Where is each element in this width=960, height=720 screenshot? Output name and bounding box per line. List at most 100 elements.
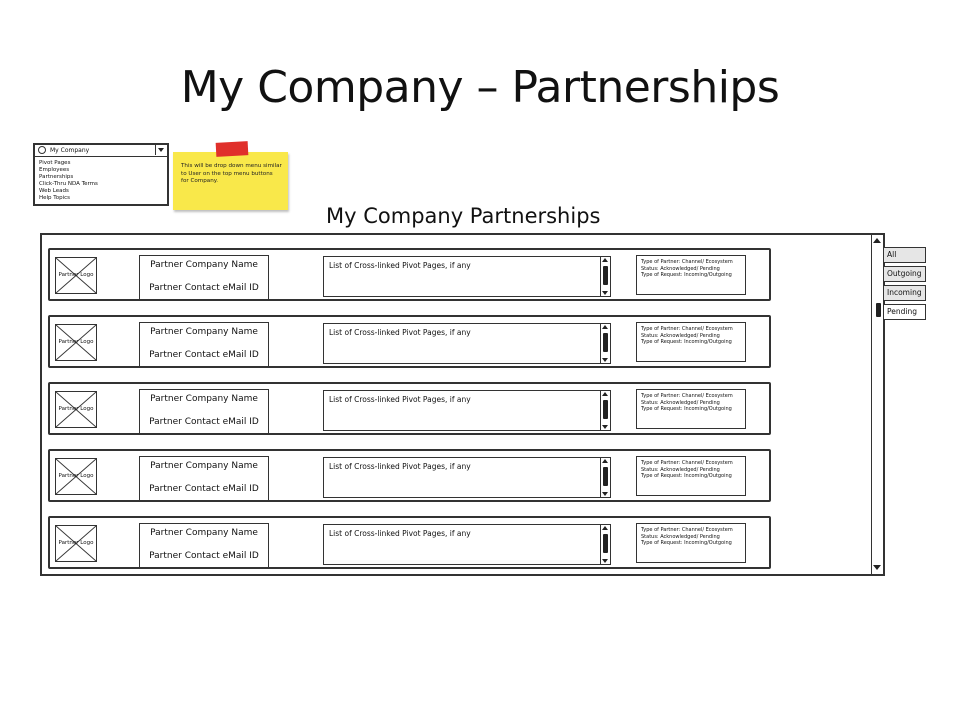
- filter-tabs: All Outgoing Incoming Pending: [883, 247, 926, 323]
- scroll-up-icon[interactable]: [873, 237, 881, 245]
- partner-company-name[interactable]: Partner Company Name: [150, 528, 258, 538]
- scroll-up-icon[interactable]: [601, 324, 611, 331]
- partner-info: Partner Company Name Partner Contact eMa…: [139, 255, 269, 300]
- request-type: Type of Request: Incoming/Outgoing: [641, 272, 732, 278]
- partner-row[interactable]: Partner Logo Partner Company Name Partne…: [48, 315, 771, 368]
- tab-pending[interactable]: Pending: [883, 304, 926, 320]
- scroll-thumb[interactable]: [876, 303, 881, 317]
- partner-row[interactable]: Partner Logo Partner Company Name Partne…: [48, 449, 771, 502]
- dropdown-item-nda-terms[interactable]: Click-Thru NDA Terms: [39, 181, 98, 187]
- partner-logo-label: Partner Logo: [58, 272, 94, 278]
- scroll-up-icon[interactable]: [601, 391, 611, 398]
- dropdown-list: Pivot Pages Employees Partnerships Click…: [35, 157, 167, 202]
- dropdown-item-pivot-pages[interactable]: Pivot Pages: [39, 160, 71, 166]
- dropdown-item-partnerships[interactable]: Partnerships: [39, 174, 74, 180]
- request-type: Type of Request: Incoming/Outgoing: [641, 406, 732, 412]
- tab-outgoing[interactable]: Outgoing: [883, 266, 926, 282]
- partner-info: Partner Company Name Partner Contact eMa…: [139, 456, 269, 501]
- scroll-thumb[interactable]: [603, 467, 608, 486]
- partner-logo-label: Partner Logo: [58, 406, 94, 412]
- dropdown-item-help-topics[interactable]: Help Topics: [39, 195, 70, 201]
- tab-all[interactable]: All: [883, 247, 926, 263]
- pivot-pages-text: List of Cross-linked Pivot Pages, if any: [329, 328, 471, 337]
- tape-decoration: [215, 141, 249, 157]
- scroll-up-icon[interactable]: [601, 525, 611, 532]
- partner-status: Status: Acknowledged/ Pending: [641, 332, 720, 339]
- partner-contact-email[interactable]: Partner Contact eMail ID: [149, 417, 259, 427]
- partner-status: Status: Acknowledged/ Pending: [641, 533, 720, 540]
- partner-status: Status: Acknowledged/ Pending: [641, 466, 720, 473]
- scroll-down-icon[interactable]: [601, 557, 611, 564]
- pivot-scrollbar[interactable]: [600, 257, 610, 296]
- partner-type-info: Type of Partner: Channel/ Ecosystem Stat…: [636, 255, 746, 295]
- scroll-up-icon[interactable]: [601, 458, 611, 465]
- partner-row[interactable]: Partner Logo Partner Company Name Partne…: [48, 382, 771, 435]
- scroll-thumb[interactable]: [603, 534, 608, 553]
- pivot-pages-list[interactable]: List of Cross-linked Pivot Pages, if any: [323, 390, 611, 431]
- scroll-thumb[interactable]: [603, 333, 608, 352]
- scroll-up-icon[interactable]: [601, 257, 611, 264]
- partner-logo-label: Partner Logo: [58, 540, 94, 546]
- pivot-scrollbar[interactable]: [600, 525, 610, 564]
- company-dropdown[interactable]: My Company Pivot Pages Employees Partner…: [33, 143, 169, 206]
- pivot-scrollbar[interactable]: [600, 458, 610, 497]
- dropdown-selected: My Company: [50, 147, 90, 154]
- scroll-down-icon[interactable]: [601, 490, 611, 497]
- panel-scrollbar[interactable]: [871, 235, 883, 574]
- partner-info: Partner Company Name Partner Contact eMa…: [139, 523, 269, 568]
- request-type: Type of Request: Incoming/Outgoing: [641, 540, 732, 546]
- dropdown-header[interactable]: My Company: [35, 145, 167, 157]
- scroll-thumb[interactable]: [603, 266, 608, 285]
- partner-row[interactable]: Partner Logo Partner Company Name Partne…: [48, 248, 771, 301]
- partner-type-info: Type of Partner: Channel/ Ecosystem Stat…: [636, 389, 746, 429]
- pivot-pages-list[interactable]: List of Cross-linked Pivot Pages, if any: [323, 256, 611, 297]
- pivot-scrollbar[interactable]: [600, 324, 610, 363]
- scroll-down-icon[interactable]: [873, 564, 881, 572]
- partner-type: Type of Partner: Channel/ Ecosystem: [641, 259, 733, 265]
- slide-title: My Company – Partnerships: [180, 62, 780, 113]
- partner-company-name[interactable]: Partner Company Name: [150, 260, 258, 270]
- pivot-pages-list[interactable]: List of Cross-linked Pivot Pages, if any: [323, 457, 611, 498]
- image-placeholder-icon: Partner Logo: [55, 458, 97, 495]
- image-placeholder-icon: Partner Logo: [55, 391, 97, 428]
- pivot-pages-text: List of Cross-linked Pivot Pages, if any: [329, 261, 471, 270]
- image-placeholder-icon: Partner Logo: [55, 324, 97, 361]
- partner-type-info: Type of Partner: Channel/ Ecosystem Stat…: [636, 322, 746, 362]
- sticky-note-text: This will be drop down menu similar to U…: [181, 163, 282, 184]
- pivot-pages-text: List of Cross-linked Pivot Pages, if any: [329, 529, 471, 538]
- partner-contact-email[interactable]: Partner Contact eMail ID: [149, 551, 259, 561]
- scroll-thumb[interactable]: [603, 400, 608, 419]
- pivot-pages-text: List of Cross-linked Pivot Pages, if any: [329, 462, 471, 471]
- partner-contact-email[interactable]: Partner Contact eMail ID: [149, 484, 259, 494]
- partner-type: Type of Partner: Channel/ Ecosystem: [641, 460, 733, 466]
- partner-info: Partner Company Name Partner Contact eMa…: [139, 389, 269, 434]
- partner-company-name[interactable]: Partner Company Name: [150, 461, 258, 471]
- partner-status: Status: Acknowledged/ Pending: [641, 265, 720, 272]
- sticky-note: This will be drop down menu similar to U…: [173, 141, 288, 210]
- scroll-down-icon[interactable]: [601, 423, 611, 430]
- pivot-pages-list[interactable]: List of Cross-linked Pivot Pages, if any: [323, 323, 611, 364]
- pivot-pages-list[interactable]: List of Cross-linked Pivot Pages, if any: [323, 524, 611, 565]
- scroll-down-icon[interactable]: [601, 289, 611, 296]
- dropdown-item-employees[interactable]: Employees: [39, 167, 70, 173]
- pivot-pages-text: List of Cross-linked Pivot Pages, if any: [329, 395, 471, 404]
- partner-row[interactable]: Partner Logo Partner Company Name Partne…: [48, 516, 771, 569]
- partner-company-name[interactable]: Partner Company Name: [150, 394, 258, 404]
- tab-incoming[interactable]: Incoming: [883, 285, 926, 301]
- pivot-scrollbar[interactable]: [600, 391, 610, 430]
- partner-contact-email[interactable]: Partner Contact eMail ID: [149, 350, 259, 360]
- partner-type-info: Type of Partner: Channel/ Ecosystem Stat…: [636, 456, 746, 496]
- image-placeholder-icon: Partner Logo: [55, 525, 97, 562]
- chevron-down-icon[interactable]: [155, 145, 167, 155]
- partner-type: Type of Partner: Channel/ Ecosystem: [641, 527, 733, 533]
- partner-type: Type of Partner: Channel/ Ecosystem: [641, 326, 733, 332]
- image-placeholder-icon: Partner Logo: [55, 257, 97, 294]
- request-type: Type of Request: Incoming/Outgoing: [641, 339, 732, 345]
- partner-company-name[interactable]: Partner Company Name: [150, 327, 258, 337]
- request-type: Type of Request: Incoming/Outgoing: [641, 473, 732, 479]
- dropdown-item-web-leads[interactable]: Web Leads: [39, 188, 69, 194]
- radio-circle-icon: [38, 146, 46, 154]
- scroll-down-icon[interactable]: [601, 356, 611, 363]
- partner-type: Type of Partner: Channel/ Ecosystem: [641, 393, 733, 399]
- partner-contact-email[interactable]: Partner Contact eMail ID: [149, 283, 259, 293]
